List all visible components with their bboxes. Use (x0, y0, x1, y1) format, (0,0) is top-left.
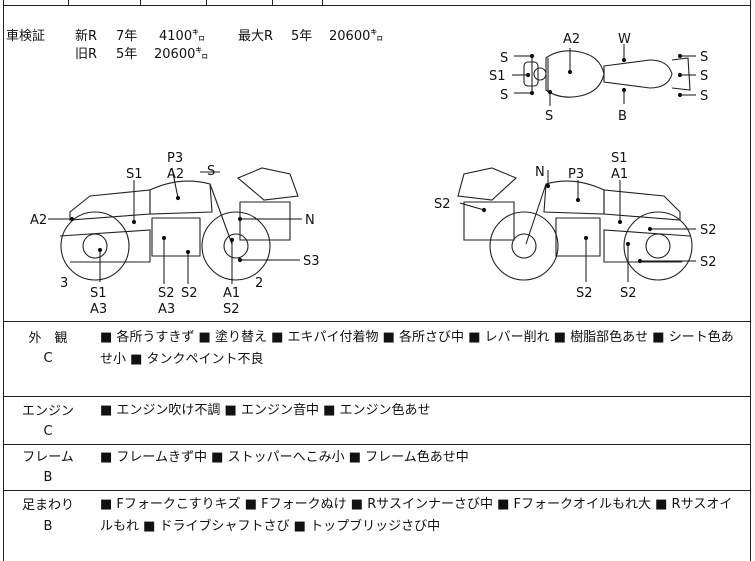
top-label: S (500, 88, 508, 103)
left-label: P3 (167, 151, 183, 166)
right-label: A1 (611, 167, 628, 182)
max-distance: 20600㌔ (329, 29, 384, 44)
left-view-bike (59, 167, 299, 281)
engine-grade: C (43, 424, 53, 439)
new-years: 7年 (116, 29, 138, 44)
left-label: 3 (60, 276, 68, 291)
top-label: S (500, 51, 508, 66)
left-label: A2 (30, 213, 47, 228)
old-prefix: 旧R (75, 47, 98, 62)
suspension-grade: B (43, 519, 53, 534)
frame-text: ■ フレームきず中 ■ ストッパーへこみ小 ■ フレーム色あせ中 (100, 450, 469, 465)
right-label: N (535, 165, 545, 180)
new-prefix: 新R (75, 29, 98, 44)
sheet-frame (3, 0, 751, 561)
left-label: S2 (158, 286, 175, 301)
left-label: A2 (167, 167, 184, 182)
top-divider (3, 5, 751, 6)
right-label: S2 (700, 255, 717, 270)
top-label: W (618, 32, 631, 47)
top-label: S (700, 69, 708, 84)
row-divider (3, 321, 751, 322)
engine-title: エンジン (21, 404, 74, 419)
old-distance: 20600㌔ (154, 47, 209, 62)
left-label: S (207, 164, 215, 179)
left-label: S2 (181, 286, 198, 301)
max-prefix: 最大R (238, 29, 274, 44)
max-years: 5年 (291, 29, 313, 44)
exterior-title: 外 観 (28, 331, 68, 346)
suspension-text: ■ Fフォークこすりキズ ■ Fフォークぬけ ■ Rサスインナーさび中 ■ Fフ… (100, 497, 733, 534)
right-label: S1 (611, 151, 628, 166)
old-years: 5年 (116, 47, 138, 62)
left-label: A3 (158, 302, 175, 317)
top-label: S (545, 109, 553, 124)
left-label: 2 (255, 276, 263, 291)
top-table-strip (0, 0, 755, 6)
new-distance: 4100㌔ (159, 29, 206, 44)
left-label: S2 (223, 302, 240, 317)
right-label: S2 (576, 286, 593, 301)
frame-title: フレーム (22, 450, 74, 465)
right-label: P3 (568, 167, 584, 182)
left-label: S3 (303, 254, 320, 269)
left-label: A3 (90, 302, 107, 317)
row-divider (3, 490, 751, 491)
row-divider (3, 444, 751, 445)
left-label: S1 (126, 167, 143, 182)
top-label: S1 (489, 69, 506, 84)
damage-diagrams: A2 W S S1 S S B S S S P3 A2 S S1 (30, 32, 717, 317)
left-label: S1 (90, 286, 107, 301)
exterior-text: ■ 各所うすきず ■ 塗り替え ■ エキパイ付着物 ■ 各所さび中 ■ レバー削… (100, 330, 734, 367)
frame-grade: B (43, 470, 53, 485)
right-label: S2 (434, 197, 451, 212)
top-label: S (700, 89, 708, 104)
exterior-grade: C (43, 351, 53, 366)
right-view-bike (457, 167, 693, 281)
inspection-label: 車検証 (6, 29, 46, 44)
left-label: A1 (223, 286, 240, 301)
right-label: S2 (700, 223, 717, 238)
right-label: S2 (620, 286, 637, 301)
left-label: N (305, 213, 315, 228)
row-divider (3, 396, 751, 397)
top-view-bike (523, 50, 691, 98)
engine-text: ■ エンジン吹け不調 ■ エンジン音中 ■ エンジン色あせ (100, 403, 431, 418)
top-label: B (618, 109, 627, 124)
suspension-title: 足まわり (21, 498, 74, 513)
top-label: S (700, 50, 708, 65)
top-label: A2 (563, 32, 580, 47)
